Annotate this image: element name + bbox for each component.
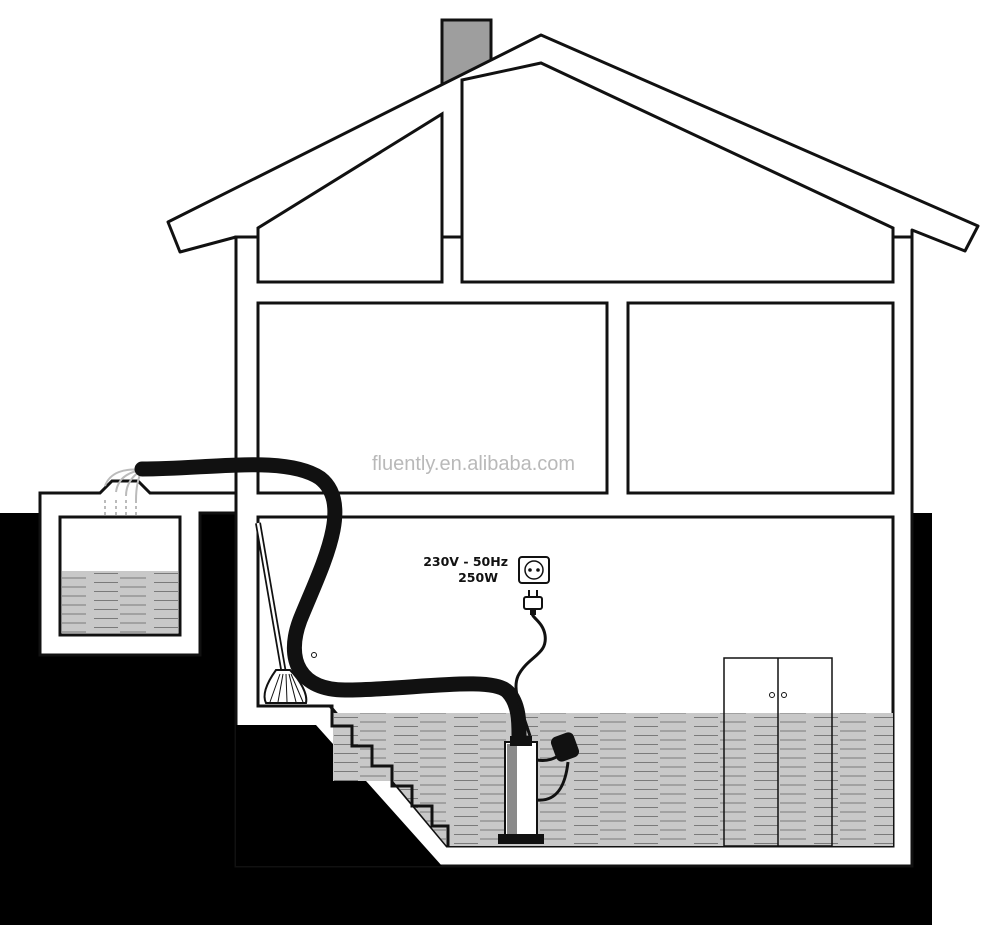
submersible-pump-icon [498,732,580,844]
basement [256,515,895,848]
broom-icon [255,522,317,704]
ground [0,513,932,925]
power-outlet-icon [518,556,550,584]
floor-right-room [626,301,895,495]
cabinet-icon [723,657,833,847]
pump-power-label: 250W [458,570,498,585]
power-cable [514,612,547,737]
basement-stairs [316,704,450,846]
outdoor-drain-tank [38,468,238,657]
discharge-hose [134,457,527,748]
watermark-text: fluently.en.alibaba.com [372,453,575,475]
attic-left-room [256,111,444,284]
power-plug-icon [523,590,543,615]
floor-left-room [256,301,609,495]
pump-voltage-label: 230V - 50Hz [423,554,508,569]
attic-right-room [460,61,895,284]
